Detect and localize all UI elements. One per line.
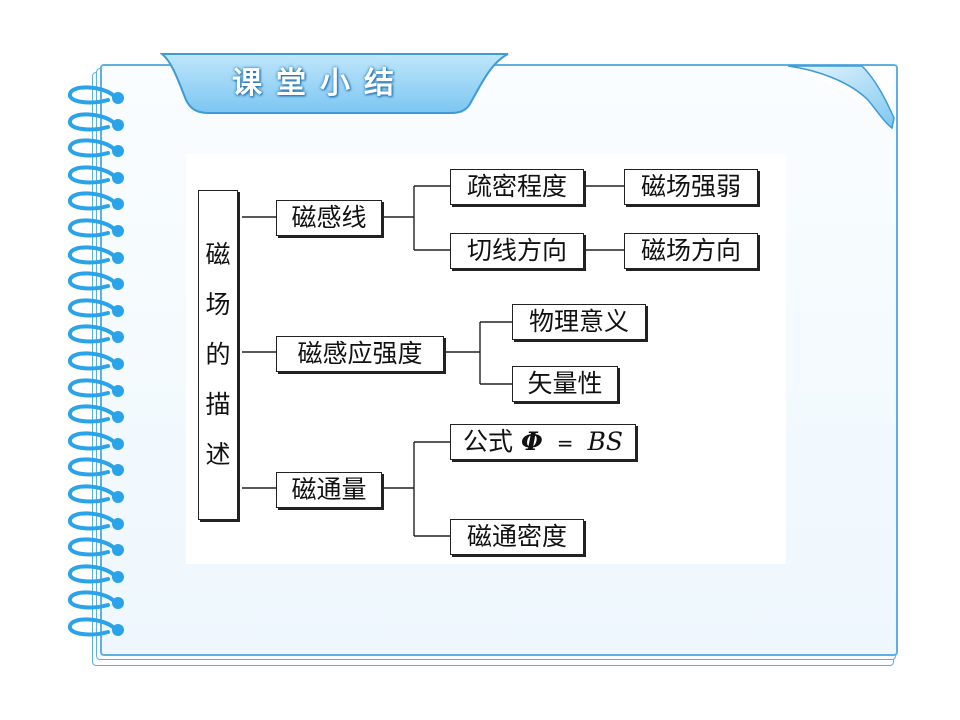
formula-label: 公式 [463, 427, 514, 456]
leaf-node-physical-meaning: 物理意义 [512, 304, 646, 340]
binding-ring-icon [68, 404, 124, 424]
binding-ring-icon [68, 351, 124, 371]
branch-node-flux: 磁通量 [276, 472, 382, 508]
binding-ring-icon [68, 617, 124, 637]
binding-ring-icon [68, 564, 124, 584]
leaf-node-vector: 矢量性 [512, 366, 618, 402]
binding-ring-icon [68, 484, 124, 504]
formula-bs: BS [587, 427, 623, 456]
binding-ring-icon [68, 165, 124, 185]
connector-lines [242, 185, 624, 537]
binding-ring-icon [68, 324, 124, 344]
binding-ring-icon [68, 298, 124, 318]
binding-ring-icon [68, 378, 124, 398]
page-curl-icon [788, 65, 895, 130]
leaf-node-formula: 公式 Φ = BS [450, 424, 636, 460]
binding-ring-icon [68, 138, 124, 158]
page-title: 课堂小结 [232, 66, 408, 101]
title-tab [160, 53, 509, 114]
root-char: 场 [205, 290, 231, 319]
binding-ring-icon [68, 431, 124, 451]
spiral-binding [64, 84, 134, 644]
formula-phi: Φ [521, 427, 543, 456]
leaf-node-density: 疏密程度 [450, 169, 584, 205]
binding-ring-icon [68, 271, 124, 291]
binding-ring-icon [68, 191, 124, 211]
binding-ring-icon [68, 590, 124, 610]
root-char: 描 [205, 390, 231, 419]
binding-ring-icon [68, 511, 124, 531]
leaf-node-tangent: 切线方向 [450, 233, 584, 269]
root-node: 磁 场 的 描 述 [198, 190, 238, 520]
leaf-node-field-direction: 磁场方向 [624, 233, 758, 269]
binding-ring-icon [68, 85, 124, 105]
root-char: 磁 [205, 240, 231, 269]
mind-map: 磁 场 的 描 述 磁感线 疏密程度 磁场强弱 切线方向 磁场方向 磁感应强度 … [186, 154, 786, 564]
root-char: 的 [205, 340, 231, 369]
binding-ring-icon [68, 112, 124, 132]
branch-node-magnetic-lines: 磁感线 [276, 200, 382, 236]
binding-ring-icon [68, 537, 124, 557]
leaf-node-field-strength: 磁场强弱 [624, 169, 758, 205]
root-char: 述 [205, 440, 231, 469]
formula-equals: = [556, 431, 574, 455]
binding-ring-icon [68, 218, 124, 238]
branch-node-induction: 磁感应强度 [276, 336, 444, 372]
binding-ring-icon [68, 245, 124, 265]
binding-ring-icon [68, 457, 124, 477]
leaf-node-flux-density: 磁通密度 [450, 519, 584, 555]
